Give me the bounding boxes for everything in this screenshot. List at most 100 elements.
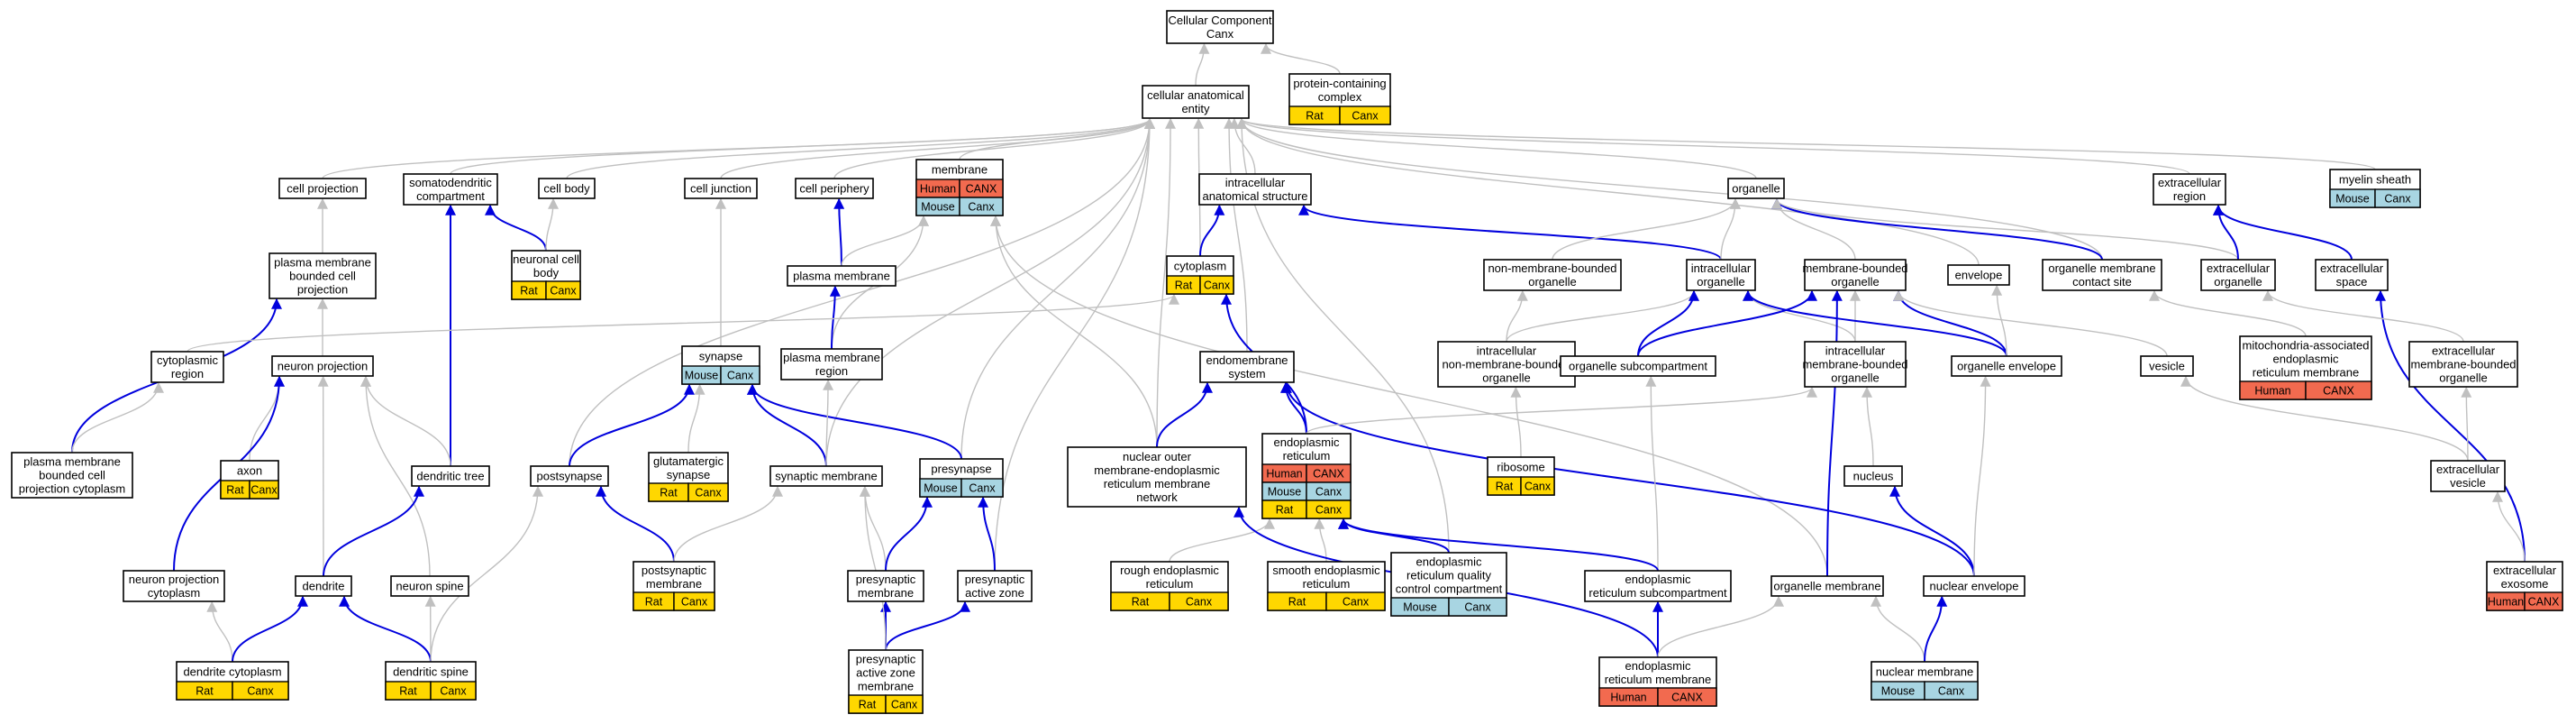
- node-label: reticulum: [1283, 449, 1331, 463]
- edge-nuoer-to-cae: [1156, 117, 1177, 448]
- node-label: endoplasmic: [1625, 573, 1691, 586]
- edge-mam-to-omcs: [2149, 289, 2307, 337]
- species-label: Rat: [1132, 596, 1150, 609]
- edge-membrane-to-cae: [959, 117, 1155, 160]
- edge-ser-to-er: [1314, 518, 1327, 563]
- edge-ias-to-cae: [1228, 117, 1256, 175]
- gene-label: Canx: [1315, 486, 1343, 499]
- node-label: system: [1228, 367, 1265, 380]
- species-label: Rat: [1276, 504, 1294, 517]
- species-label: Rat: [196, 685, 214, 698]
- edge-dcyt-to-npc: [206, 600, 233, 663]
- edge-prem-to-synmem: [859, 485, 887, 572]
- node-label: body: [533, 266, 560, 280]
- edge-prem-to-presyn: [885, 496, 933, 572]
- species-label: Rat: [1306, 110, 1324, 123]
- node-omem: organelle membrane: [1770, 575, 1884, 597]
- gene-label: Canx: [969, 482, 996, 495]
- edge-ncb-to-cellbody: [545, 197, 560, 252]
- edge-pm-to-cellper: [833, 197, 845, 267]
- edge-omem-to-mbo: [1826, 289, 1843, 577]
- node-label: cell junction: [690, 182, 751, 196]
- node-label: cell periphery: [799, 182, 869, 196]
- node-label: reticulum membrane: [1605, 673, 1712, 686]
- node-label: presynaptic: [856, 573, 916, 586]
- node-label: dendritic tree: [416, 470, 484, 483]
- gene-label: CANX: [2528, 596, 2560, 609]
- node-oenv: organelle envelope: [1951, 355, 2062, 377]
- edge-eco-to-organelle: [1771, 197, 2239, 261]
- edge-nmbo-to-organelle: [1552, 197, 1741, 261]
- node-label: active zone: [856, 666, 915, 680]
- node-label: cytoplasmic: [157, 353, 218, 367]
- node-label: bounded cell: [39, 469, 105, 482]
- gene-cell: [673, 591, 715, 611]
- species-label: Rat: [226, 484, 244, 497]
- edge-inmbo-to-nmbo: [1506, 289, 1528, 343]
- node-label: projection: [297, 283, 348, 297]
- species-label: Rat: [645, 596, 663, 609]
- node-celljunc: cell junction: [684, 178, 758, 199]
- node-label: endoplasmic: [1416, 555, 1482, 569]
- edge-cellbody-to-cae: [566, 117, 1155, 179]
- edge-oenv-to-mbo: [1893, 289, 2007, 357]
- gene-label: Canx: [247, 685, 274, 698]
- edge-pcc-to-root: [1261, 42, 1341, 75]
- node-label: membrane: [858, 680, 914, 693]
- edge-io-to-ias: [1298, 204, 1722, 261]
- gene-cell: [1325, 591, 1386, 611]
- node-pm: plasma membrane: [787, 265, 897, 287]
- gene-cell: [2374, 188, 2421, 208]
- node-label: smooth endoplasmic: [1272, 564, 1380, 577]
- edge-ersub-to-er: [1338, 518, 1659, 572]
- gene-label: Canx: [727, 370, 754, 382]
- edge-nenv-to-oenv: [1973, 375, 1991, 577]
- gene-label: Canx: [1352, 110, 1379, 123]
- edge-paz-to-presyn: [978, 496, 996, 572]
- gene-cell: [2524, 591, 2563, 611]
- species-label: Human: [2254, 385, 2290, 398]
- node-osc: organelle subcompartment: [1560, 355, 1716, 377]
- node-label: complex: [1318, 90, 1362, 104]
- node-label: glutamatergic: [653, 454, 724, 468]
- edge-somato-to-cae: [450, 117, 1155, 175]
- gene-cell: [885, 694, 924, 714]
- species-label: Human: [1610, 692, 1646, 704]
- node-label: anatomical structure: [1202, 189, 1307, 203]
- node-label: extracellular: [2436, 463, 2500, 476]
- node-label: membrane: [858, 586, 914, 600]
- node-label: extracellular: [2432, 344, 2496, 358]
- gene-label: CANX: [1671, 692, 1703, 704]
- edge-synmem-to-pmr: [823, 379, 834, 467]
- node-label: organelle: [1732, 182, 1780, 196]
- species-label: Rat: [520, 285, 538, 298]
- node-label: space: [2336, 275, 2368, 289]
- edge-postsyn-to-synapse: [569, 383, 695, 467]
- edge-dspine-to-postsyn: [430, 485, 543, 663]
- gene-label: Canx: [681, 596, 708, 609]
- species-label: Rat: [399, 685, 417, 698]
- node-label: plasma membrane: [23, 455, 121, 469]
- edge-postsyn-to-cae: [569, 117, 1155, 467]
- node-label: non-membrane-bounded: [1488, 261, 1616, 275]
- node-label: cellular anatomical: [1147, 88, 1244, 102]
- node-label: organelle: [1831, 371, 1880, 385]
- node-label: plasma membrane: [783, 351, 880, 364]
- node-label: membrane-endoplasmic: [1094, 463, 1220, 477]
- edge-er-to-imbo: [1306, 386, 1817, 435]
